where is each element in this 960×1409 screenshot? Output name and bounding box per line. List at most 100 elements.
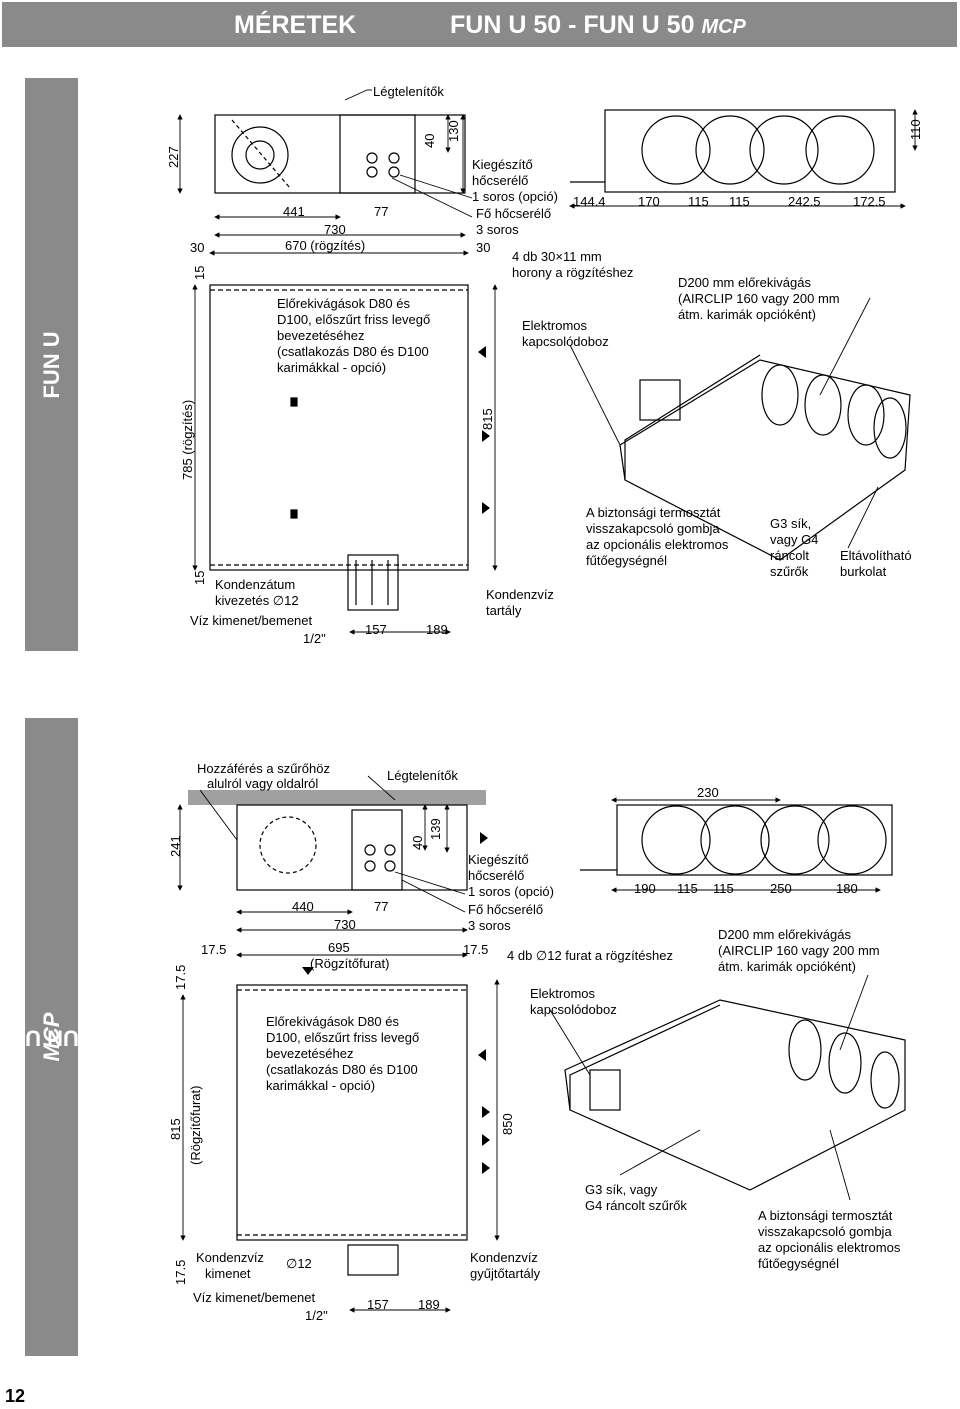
- bottom-elektromos-2: kapcsolódoboz: [530, 1002, 617, 1017]
- top-horony-2: horony a rögzítéshez: [512, 265, 633, 280]
- top-elore-1: Előrekivágások D80 és: [277, 296, 410, 311]
- bottom-elektromos-1: Elektromos: [530, 986, 596, 1001]
- bottom-g3-2: G4 ráncolt szűrők: [585, 1198, 687, 1213]
- bottom-dimension-lines: [177, 775, 881, 1313]
- bottom-dim-695b: (Rögzítőfurat): [310, 956, 389, 971]
- top-dimension-lines: [177, 89, 918, 635]
- top-dim-30b: 30: [476, 240, 490, 255]
- bottom-dim-815b: (Rögzítőfurat): [188, 1086, 203, 1165]
- header-model: FUN U 50 - FUN U 50 MCP: [450, 11, 746, 39]
- bottom-d12: ∅12: [286, 1256, 312, 1271]
- top-dim-77: 77: [374, 204, 388, 219]
- top-labels: Légtelenítők 227 40 130 441 77 730 30 67…: [166, 84, 923, 646]
- bottom-arrows: [302, 832, 490, 1174]
- top-dim-242: 242.5: [788, 194, 821, 209]
- bottom-elore-3: bevezetéséhez: [266, 1046, 353, 1061]
- top-dim-130: 130: [446, 120, 461, 142]
- bottom-dim-241: 241: [168, 835, 183, 857]
- top-front-view: [570, 109, 896, 193]
- top-dim-40: 40: [422, 134, 437, 148]
- bottom-dim-139: 139: [428, 818, 443, 840]
- top-elore-2: D100, előszűrt friss levegő: [277, 312, 430, 327]
- top-burkolat-2: burkolat: [840, 564, 887, 579]
- bottom-furat: 4 db ∅12 furat a rögzítéshez: [507, 948, 673, 963]
- bottom-legtelenitok: Légtelenítők: [387, 768, 458, 783]
- top-dim-110: 110: [908, 119, 923, 140]
- bottom-dim-115b: 115: [713, 881, 734, 896]
- top-g3-4: szűrők: [770, 564, 809, 579]
- top-elektromos-2: kapcsolódoboz: [522, 334, 609, 349]
- top-tartaly-1: Kondenzvíz: [486, 587, 554, 602]
- bottom-dim-190: 190: [634, 881, 656, 896]
- bottom-dim-189: 189: [418, 1297, 440, 1312]
- bottom-kimenet-1: Kondenzvíz: [196, 1250, 264, 1265]
- bottom-termosztat-3: az opcionális elektromos: [758, 1240, 901, 1255]
- top-dim-785: 785 (rögzítés): [180, 400, 195, 480]
- top-termosztat-2: visszakapcsoló gombja: [586, 521, 720, 536]
- section-label-fun-u: FUN U: [25, 78, 78, 651]
- top-dim-115a: 115: [688, 194, 709, 209]
- page-number: 12: [5, 1386, 26, 1406]
- top-d200-1: D200 mm előrekivágás: [678, 275, 811, 290]
- bottom-dim-157: 157: [367, 1297, 389, 1312]
- top-viz-2: 1/2": [303, 631, 326, 646]
- top-termosztat-4: fűtőegységnél: [586, 553, 667, 568]
- top-dim-189: 189: [426, 622, 448, 637]
- top-termosztat-1: A biztonsági termosztát: [586, 505, 721, 520]
- bottom-dim-180: 180: [836, 881, 858, 896]
- top-iso-view: [619, 354, 911, 561]
- top-fo-2: 3 soros: [476, 222, 519, 237]
- top-burkolat-1: Eltávolítható: [840, 548, 912, 563]
- top-g3-2: vagy G4: [770, 532, 818, 547]
- bottom-elore-5: karimákkal - opció): [266, 1078, 375, 1093]
- bottom-viz-1: Víz kimenet/bemenet: [193, 1290, 316, 1305]
- bottom-dim-440: 440: [292, 899, 314, 914]
- header-title: MÉRETEK: [234, 11, 357, 39]
- bottom-front-view: [580, 804, 893, 876]
- bottom-dim-250: 250: [770, 881, 792, 896]
- bottom-dim-695: 695: [328, 940, 350, 955]
- top-termosztat-3: az opcionális elektromos: [586, 537, 729, 552]
- top-elektromos-1: Elektromos: [522, 318, 588, 333]
- top-elore-5: karimákkal - opció): [277, 360, 386, 375]
- bottom-side-view: [188, 790, 486, 891]
- bottom-iso-view: [564, 999, 906, 1191]
- top-dim-730: 730: [324, 222, 346, 237]
- top-viz-1: Víz kimenet/bemenet: [190, 613, 313, 628]
- bottom-dim-115a: 115: [677, 881, 698, 896]
- bottom-dim-175c: 17.5: [173, 965, 188, 990]
- top-fo-1: Fő hőcserélő: [476, 206, 551, 221]
- top-plan-view: [209, 284, 469, 611]
- bottom-elore-2: D100, előszűrt friss levegő: [266, 1030, 419, 1045]
- bottom-dim-815: 815: [168, 1118, 183, 1140]
- bottom-d200-2: (AIRCLIP 160 vagy 200 mm: [718, 943, 880, 958]
- top-dim-815: 815: [480, 408, 495, 430]
- top-dim-15a: 15: [192, 266, 207, 280]
- bottom-dim-40: 40: [410, 836, 425, 850]
- bottom-elore-4: (csatlakozás D80 és D100: [266, 1062, 418, 1077]
- top-dim-157: 157: [365, 622, 387, 637]
- bottom-dim-850: 850: [500, 1113, 515, 1135]
- bottom-dim-230: 230: [697, 785, 719, 800]
- top-d200-2: (AIRCLIP 160 vagy 200 mm: [678, 291, 840, 306]
- bottom-gyujto-1: Kondenzvíz: [470, 1250, 538, 1265]
- bottom-dim-175b: 17.5: [463, 942, 488, 957]
- top-dim-670: 670 (rögzítés): [285, 238, 365, 253]
- top-horony-1: 4 db 30×11 mm: [512, 249, 602, 264]
- top-kondenzatum-2: kivezetés ∅12: [215, 593, 299, 608]
- top-kiegeszito-3: 1 soros (opció): [472, 189, 558, 204]
- bottom-d200-1: D200 mm előrekivágás: [718, 927, 851, 942]
- top-elore-3: bevezetéséhez: [277, 328, 364, 343]
- top-kiegeszito-1: Kiegészítő: [472, 157, 533, 172]
- top-dim-144: 144.4: [573, 194, 606, 209]
- bottom-gyujto-2: gyűjtőtartály: [470, 1266, 541, 1281]
- top-side-view: [214, 114, 466, 194]
- top-kondenzatum-1: Kondenzátum: [215, 577, 295, 592]
- bottom-d200-3: átm. karimák opcióként): [718, 959, 856, 974]
- top-elore-4: (csatlakozás D80 és D100: [277, 344, 429, 359]
- bottom-hozzaferes-1: Hozzáférés a szűrőhöz: [197, 761, 330, 776]
- top-g3-3: ráncolt: [770, 548, 809, 563]
- bottom-kiegeszito-1: Kiegészítő: [468, 852, 529, 867]
- bottom-kiegeszito-3: 1 soros (opció): [468, 884, 554, 899]
